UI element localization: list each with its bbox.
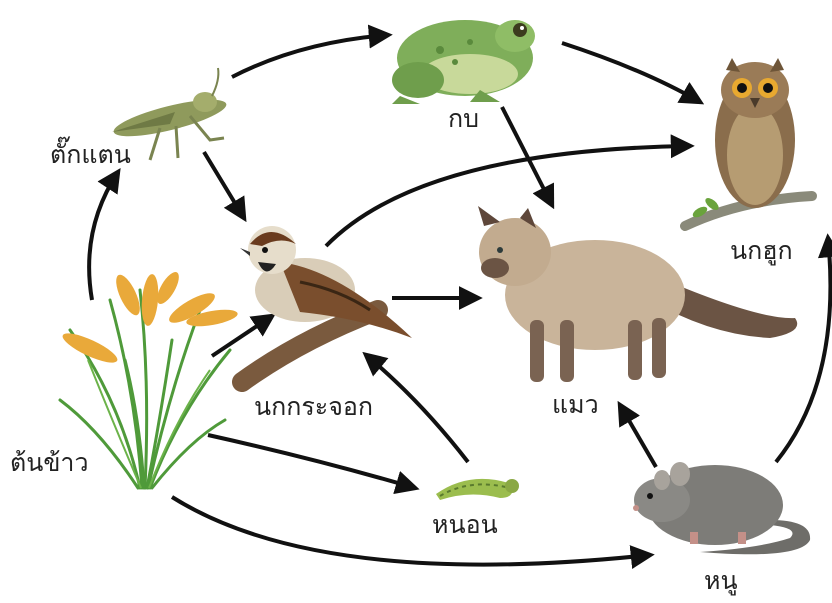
label-cat: แมว (552, 392, 599, 417)
arrow-rice-rat (172, 497, 650, 565)
sparrow-illustration (240, 226, 412, 382)
arrow-frog-owl (562, 43, 700, 102)
label-caterpillar: หนอน (432, 512, 498, 537)
cat-illustration (478, 206, 797, 382)
frog-illustration (392, 20, 535, 104)
label-rat: หนู (704, 568, 738, 593)
label-rice: ต้นข้าว (10, 450, 89, 475)
owl-illustration (685, 58, 812, 226)
caterpillar-illustration (436, 479, 519, 500)
label-grasshopper: ตั๊กแตน (50, 142, 131, 167)
arrow-rat-cat (620, 405, 656, 467)
arrow-caterpillar-sparrow (366, 355, 468, 462)
label-owl: นกฮูก (730, 238, 793, 263)
arrow-rat-owl (776, 238, 830, 462)
arrow-rice-grasshopper (89, 172, 118, 300)
arrow-grasshopper-sparrow (204, 152, 244, 218)
arrow-grasshopper-frog (232, 35, 388, 77)
arrow-rice-caterpillar (208, 435, 415, 488)
label-sparrow: นกกระจอก (254, 394, 373, 419)
label-frog: กบ (448, 106, 479, 131)
rat-illustration (633, 462, 810, 554)
